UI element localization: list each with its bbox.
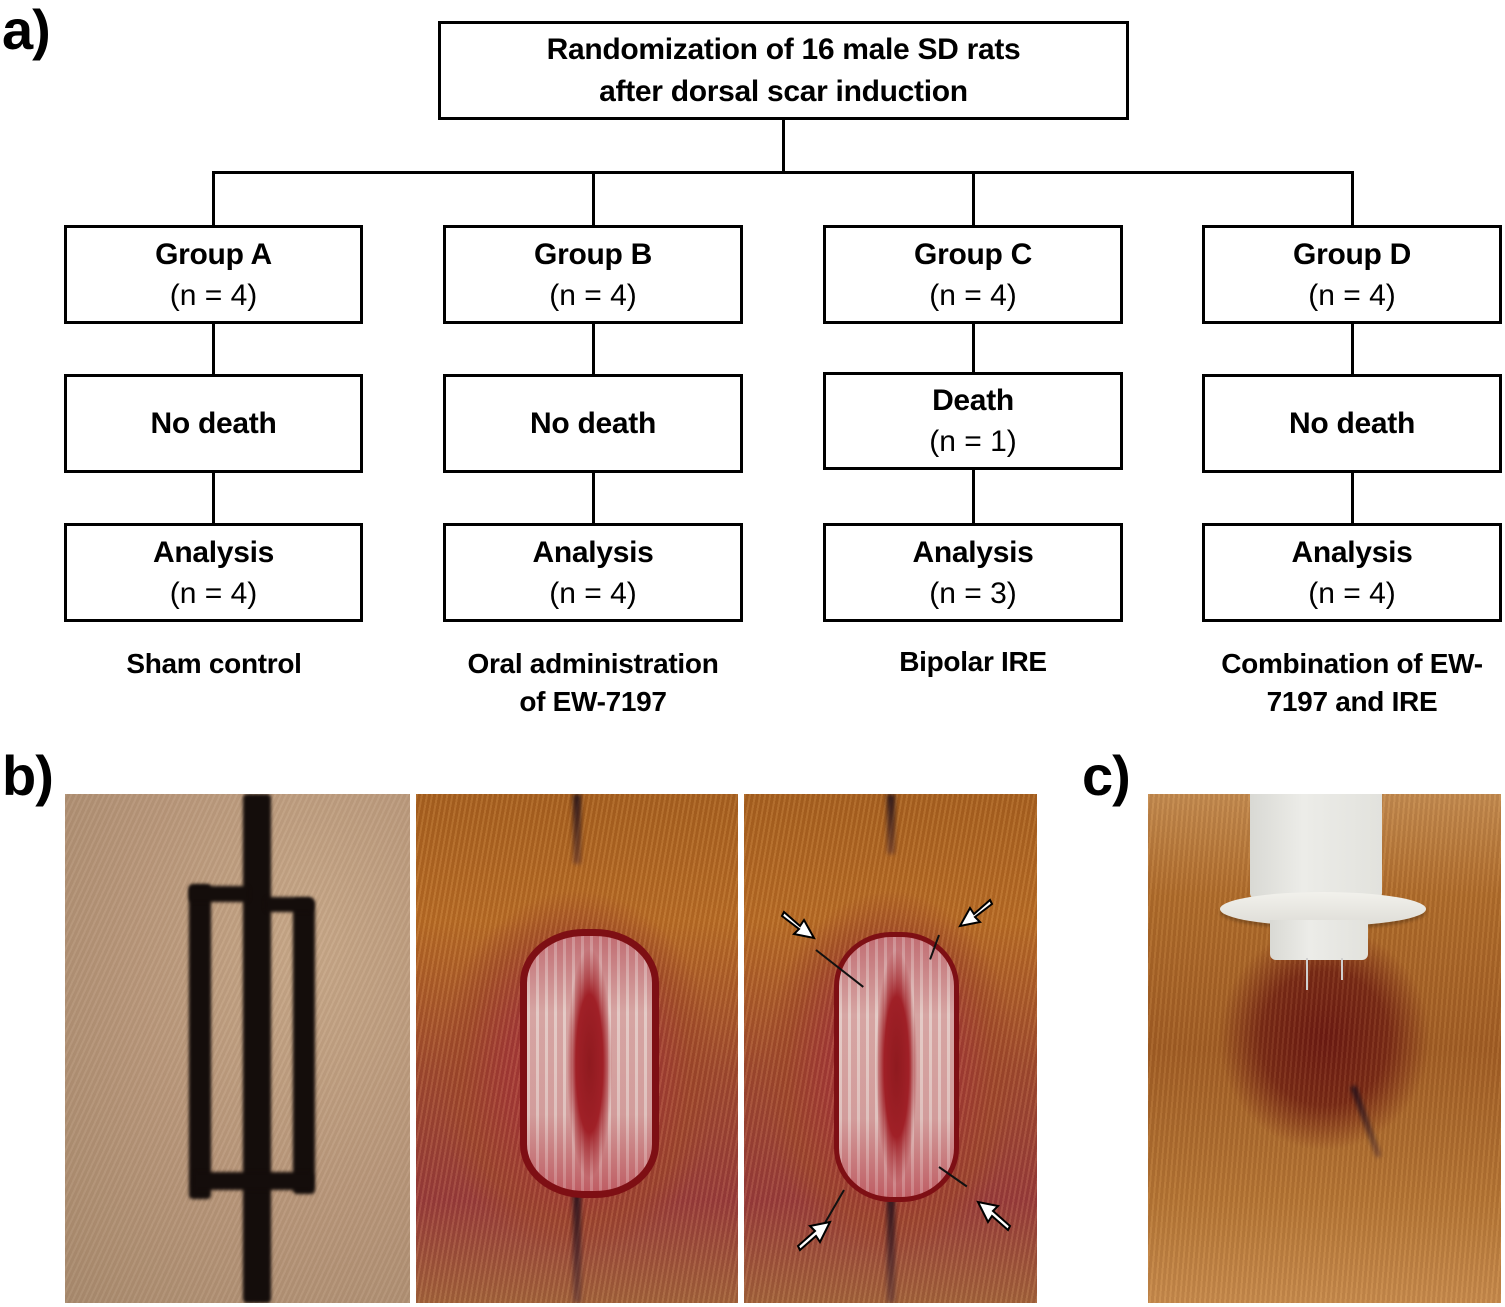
marker-rect-left [189,884,211,1199]
group-c-analysis-title: Analysis [912,535,1034,569]
connector-to-group-b [592,171,595,226]
group-c-box: Group C (n = 4) [823,225,1123,324]
group-b-analysis-count: (n = 4) [549,576,637,610]
group-c-caption: Bipolar IRE [803,643,1143,681]
marker-rect-top-left [189,886,249,902]
connector-branch-bar [212,171,1354,174]
group-a-caption-line-1: Sham control [126,648,302,679]
group-b-title: Group B [534,237,652,271]
electrode-barrel [1250,794,1382,899]
randomization-box: Randomization of 16 male SD rats after d… [438,21,1129,120]
group-a-outcome-box: No death [64,374,363,473]
connector-b-row1-row2 [592,322,595,375]
connector-d-row2-row3 [1351,472,1354,524]
group-d-box: Group D (n = 4) [1202,225,1502,324]
photo-sutured-wound [744,794,1037,1303]
connector-to-group-d [1351,171,1354,226]
group-a-box: Group A (n = 4) [64,225,363,324]
group-c-count: (n = 4) [929,278,1017,312]
arrow-icon-bottom-right [976,1200,1012,1232]
group-b-outcome: No death [530,406,656,440]
dorsal-midline-mark-lower [573,1184,581,1303]
group-c-analysis-count: (n = 3) [929,576,1017,610]
group-d-caption: Combination of EW- 7197 and IRE [1182,645,1505,721]
arrow-icon-top-right [958,898,994,928]
group-d-analysis-box: Analysis (n = 4) [1202,523,1502,622]
connector-to-group-c [972,171,975,226]
marker-line [1350,1085,1382,1158]
group-a-count: (n = 4) [169,278,258,312]
group-b-outcome-box: No death [443,374,743,473]
connector-a-row1-row2 [212,322,215,375]
photo-excised-wound [416,794,738,1303]
connector-c-row2-row3 [972,469,975,524]
connector-c-row1-row2 [972,322,975,374]
wound-bed [834,932,959,1202]
group-d-analysis-count: (n = 4) [1308,576,1396,610]
marker-center-stroke [243,794,271,1303]
group-a-analysis-count: (n = 4) [169,576,258,610]
group-c-outcome-count: (n = 1) [929,425,1017,458]
group-b-caption: Oral administration of EW-7197 [418,645,768,721]
panel-label-c: c) [1082,744,1131,807]
arrow-icon-bottom-left [796,1220,832,1252]
arrow-icon-top-left [780,910,816,940]
group-b-caption-line-1: Oral administration [467,648,719,679]
group-a-caption: Sham control [44,645,384,683]
electrode-needle-right [1341,958,1343,980]
connector-d-row1-row2 [1351,322,1354,375]
group-d-count: (n = 4) [1308,278,1396,312]
group-b-count: (n = 4) [549,278,637,312]
wound-bed [520,929,659,1198]
group-b-analysis-box: Analysis (n = 4) [443,523,743,622]
panel-label-b: b) [2,744,54,807]
group-a-analysis-box: Analysis (n = 4) [64,523,363,622]
connector-to-group-a [212,171,215,226]
group-c-outcome: Death [932,384,1014,417]
group-c-caption-line-1: Bipolar IRE [899,646,1047,677]
group-a-title: Group A [155,237,272,271]
photo-scar-design [65,794,410,1303]
photo-ire-electrode [1148,794,1501,1303]
group-b-caption-line-2: of EW-7197 [519,686,667,717]
group-c-title: Group C [914,237,1032,271]
group-c-analysis-box: Analysis (n = 3) [823,523,1123,622]
panel-label-a: a) [2,0,51,61]
dorsal-midline-mark [886,794,895,854]
electrode-needle-left [1306,958,1308,990]
group-d-analysis-title: Analysis [1291,535,1413,569]
group-d-caption-line-1: Combination of EW- [1221,648,1483,679]
randomization-line-1: Randomization of 16 male SD rats [546,32,1021,66]
connector-b-row2-row3 [592,472,595,524]
group-a-analysis-title: Analysis [153,535,274,569]
group-d-outcome-box: No death [1202,374,1502,473]
group-b-analysis-title: Analysis [532,535,654,569]
electrode-tip [1270,920,1368,960]
group-d-outcome: No death [1289,406,1415,440]
marker-rect-top-right [265,897,313,912]
group-d-caption-line-2: 7197 and IRE [1266,686,1438,717]
group-d-title: Group D [1293,237,1411,271]
connector-top-stem [782,119,785,172]
connector-a-row2-row3 [212,472,215,524]
group-b-box: Group B (n = 4) [443,225,743,324]
dorsal-midline-mark [573,794,581,864]
group-c-outcome-box: Death (n = 1) [823,372,1123,470]
marker-rect-right [293,899,315,1194]
dorsal-midline-mark-lower [886,1189,895,1303]
marker-rect-bottom [193,1172,313,1190]
group-a-outcome: No death [150,406,277,440]
randomization-line-2: after dorsal scar induction [599,74,968,108]
